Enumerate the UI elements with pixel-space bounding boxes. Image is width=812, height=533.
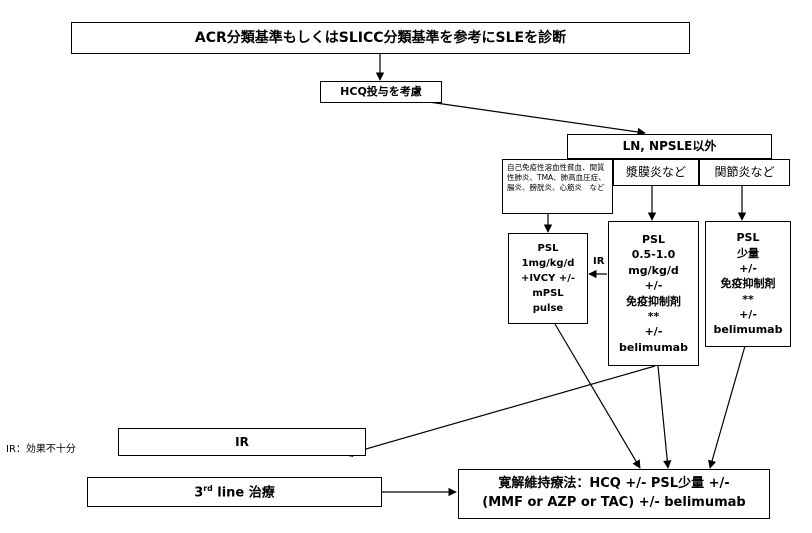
arrow-psl-high-to-maintenance — [554, 323, 641, 469]
hcq-box: HCQ投与を考慮 — [320, 81, 442, 103]
serositis-box: 漿膜炎など — [613, 159, 699, 186]
arrow-hcq-to-nonln — [421, 100, 646, 137]
arrow-psl-mid-to-maintenance — [657, 365, 672, 469]
psl-low-line-7: belimumab — [713, 323, 783, 337]
third-line-box: 3rd line 治療 — [87, 477, 382, 507]
arrow-psl-low-to-maintenance — [708, 345, 746, 469]
maintenance-box: 寛解維持療法：HCQ +/- PSL少量 +/- (MMF or AZP or … — [458, 469, 770, 519]
ir-arrow-label: IR — [593, 256, 605, 267]
psl-low-box: PSL 少量 +/- 免疫抑制剤 ** +/- belimumab — [705, 221, 791, 347]
third-line-ordinal: rd — [203, 483, 213, 493]
psl-mid-line-3: mg/kg/d — [628, 263, 679, 277]
third-line-label: line 治療 — [212, 484, 275, 500]
psl-high-box: PSL 1mg/kg/d +IVCY +/- mPSL pulse — [508, 233, 588, 324]
third-line-text: 3rd line 治療 — [194, 484, 275, 501]
psl-high-line-2: 1mg/kg/d — [521, 258, 575, 269]
hcq-text: HCQ投与を考慮 — [340, 85, 422, 99]
diagnosis-text: ACR分類基準もしくはSLICC分類基準を参考にSLEを診断 — [194, 29, 567, 46]
psl-mid-line-8: belimumab — [619, 340, 688, 354]
psl-mid-line-4: +/- — [644, 279, 663, 293]
ir-text: IR — [235, 434, 249, 449]
severe-manifestations-text: 自己免疫性溶血性貧血、間質性肺炎、TMA、肺高血圧症、腸炎、膀胱炎、心筋炎 など — [507, 163, 606, 193]
psl-mid-line-6: ** — [647, 309, 660, 323]
psl-low-line-3: +/- — [739, 261, 757, 275]
psl-high-line-3: +IVCY +/- — [520, 273, 576, 284]
ir-note: IR：効果不十分 — [6, 444, 76, 455]
arrow-psl-mid-to-ir — [344, 365, 656, 457]
psl-low-line-2: 少量 — [737, 246, 759, 260]
arthritis-text: 関節炎など — [714, 165, 775, 180]
psl-mid-line-5: 免疫抑制剤 — [626, 294, 681, 308]
psl-high-line-1: PSL — [537, 243, 559, 254]
diagnosis-box: ACR分類基準もしくはSLICC分類基準を参考にSLEを診断 — [71, 22, 690, 54]
psl-high-line-4: mPSL — [532, 288, 564, 299]
psl-low-line-1: PSL — [736, 231, 760, 245]
maintenance-line-1: 寛解維持療法：HCQ +/- PSL少量 +/- — [498, 476, 730, 492]
psl-low-line-4: 免疫抑制剤 — [720, 277, 776, 291]
maintenance-line-2: (MMF or AZP or TAC) +/- belimumab — [482, 495, 746, 510]
severe-manifestations-box: 自己免疫性溶血性貧血、間質性肺炎、TMA、肺高血圧症、腸炎、膀胱炎、心筋炎 など — [502, 159, 613, 214]
psl-mid-line-2: 0.5-1.0 — [631, 248, 676, 262]
non-ln-text: LN, NPSLE以外 — [622, 139, 717, 154]
serositis-text: 漿膜炎など — [625, 165, 686, 180]
third-line-number: 3 — [194, 484, 204, 500]
psl-mid-line-1: PSL — [642, 232, 665, 246]
psl-mid-line-7: +/- — [644, 325, 663, 339]
arthritis-box: 関節炎など — [699, 159, 790, 186]
ir-box: IR — [118, 428, 366, 456]
psl-high-line-5: pulse — [532, 303, 564, 314]
psl-low-line-5: ** — [742, 292, 754, 306]
non-ln-box: LN, NPSLE以外 — [567, 134, 772, 159]
psl-low-line-6: +/- — [739, 308, 757, 322]
psl-mid-box: PSL 0.5-1.0 mg/kg/d +/- 免疫抑制剤 ** +/- bel… — [608, 221, 699, 366]
